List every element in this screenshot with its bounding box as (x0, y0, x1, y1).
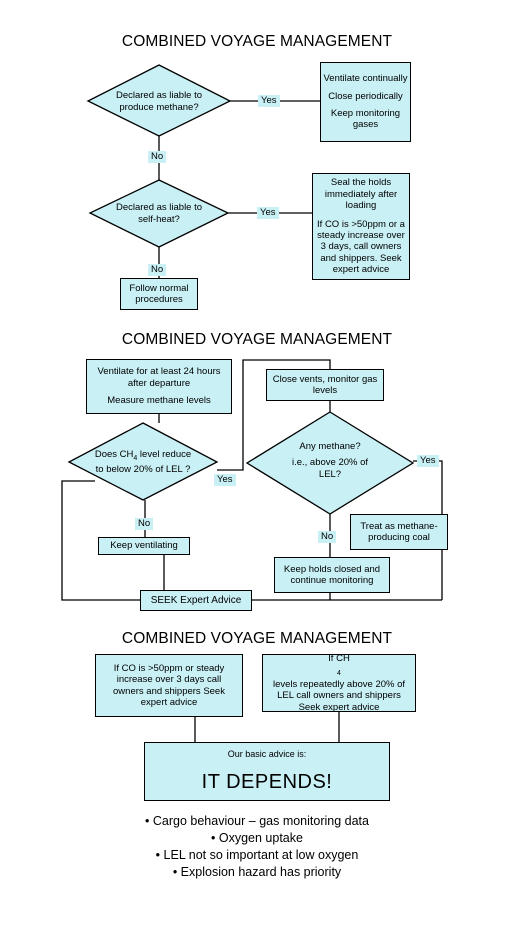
decision-diamond-ch4-reduce (67, 422, 219, 501)
no-label-ch4: No (135, 518, 154, 530)
basic-advice-box: Our basic advice is: IT DEPENDS! (144, 742, 390, 801)
ch4-text-sub: 4 (133, 454, 138, 462)
ch4-advice-box: If CH 4 levels repeatedly above 20% of LE… (262, 653, 416, 713)
ch4-advice-pre: If CH (328, 653, 350, 665)
yes-label-methane: Yes (258, 95, 280, 107)
decision-diamond-selfheat (88, 179, 230, 248)
section2-title: COMBINED VOYAGE MANAGEMENT (121, 331, 393, 348)
close-vents-box: Close vents, monitor gas levels (266, 369, 384, 401)
ventilate-24h-text: Ventilate for at least 24 hours after de… (97, 366, 221, 389)
bullet-oxygen-uptake: Oxygen uptake (0, 830, 514, 847)
follow-normal-box: Follow normal procedures (120, 278, 198, 310)
decision-ch4-reduce-text: Does CH4 level reduce to below 20% of LE… (94, 449, 192, 476)
section1-title: COMBINED VOYAGE MANAGEMENT (121, 33, 393, 50)
seek-expert-advice-box: SEEK Expert Advice (140, 590, 252, 611)
yes-label-any-methane: Yes (417, 455, 439, 467)
action-close: Close periodically (328, 90, 403, 102)
co-advice-box: If CO is >50ppm or steady increase over … (95, 654, 243, 717)
no-label-methane: No (148, 151, 167, 163)
no-label-selfheat: No (148, 264, 167, 276)
section3-title: COMBINED VOYAGE MANAGEMENT (121, 630, 393, 647)
selfheat-actions-box: Seal the holds immediately after loading… (312, 173, 410, 280)
measure-methane-text: Measure methane levels (107, 395, 211, 407)
action-seal: Seal the holds immediately after loading (324, 177, 398, 212)
bullet-explosion-hazard: Explosion hazard has priority (0, 864, 514, 881)
basic-advice-intro: Our basic advice is: (227, 749, 307, 759)
yes-label-selfheat: Yes (257, 207, 279, 219)
keep-ventilating-box: Keep ventilating (98, 537, 190, 555)
connector-left-loop (61, 480, 140, 601)
summary-bullet-list: Cargo behaviour – gas monitoring data Ox… (0, 813, 514, 881)
decision-methane-text: Declared as liable to produce methane? (115, 90, 203, 113)
any-methane-line2: i.e., above 20% of LEL? (291, 456, 369, 480)
ch4-text-post: level reduce to below 20% of LEL ? (95, 449, 192, 475)
yes-label-ch4: Yes (214, 474, 236, 486)
ch4-text-pre: Does CH (94, 449, 134, 460)
decision-selfheat-text: Declared as liable to self-heat? (115, 202, 203, 225)
bullet-cargo-behaviour: Cargo behaviour – gas monitoring data (0, 813, 514, 830)
decision-any-methane-text: Any methane? i.e., above 20% of LEL? (281, 441, 379, 481)
action-monitor: Keep monitoring gases (330, 108, 401, 131)
ch4-advice-text: If CH 4 levels repeatedly above 20% of LE… (271, 653, 407, 713)
decision-diamond-any-methane (245, 411, 415, 515)
decision-diamond-methane (86, 64, 232, 137)
connector-d3-yes-up (217, 359, 331, 471)
basic-advice-main: IT DEPENDS! (201, 770, 333, 793)
no-label-any-methane: No (318, 531, 337, 543)
any-methane-line1: Any methane? (299, 441, 361, 452)
keep-holds-closed-box: Keep holds closed and continue monitorin… (274, 557, 390, 593)
bullet-lel: LEL not so important at low oxygen (0, 847, 514, 864)
treat-methane-box: Treat as methane-producing coal (350, 514, 448, 550)
ventilate-24h-box: Ventilate for at least 24 hours after de… (86, 359, 232, 414)
ch4-advice-post: levels repeatedly above 20% of LEL call … (272, 678, 406, 713)
ch4-advice-sub: 4 (337, 670, 341, 678)
action-ventilate: Ventilate continually (323, 73, 408, 85)
methane-actions-box: Ventilate continually Close periodically… (320, 62, 411, 142)
action-co-check: If CO is >50ppm or a steady increase ove… (317, 218, 405, 276)
